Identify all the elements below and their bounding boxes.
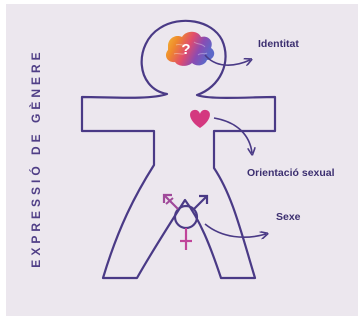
orientation-label: Orientació sexual [247,167,335,179]
identity-label: Identitat [258,38,299,50]
orientation-arrow [214,118,252,153]
vertical-title: EXPRESSIÓ DE GÈNERE [28,48,43,267]
sex-arrow [205,224,266,237]
sex-label: Sexe [276,211,301,223]
heart-icon [190,110,210,128]
question-mark: ? [181,41,190,58]
